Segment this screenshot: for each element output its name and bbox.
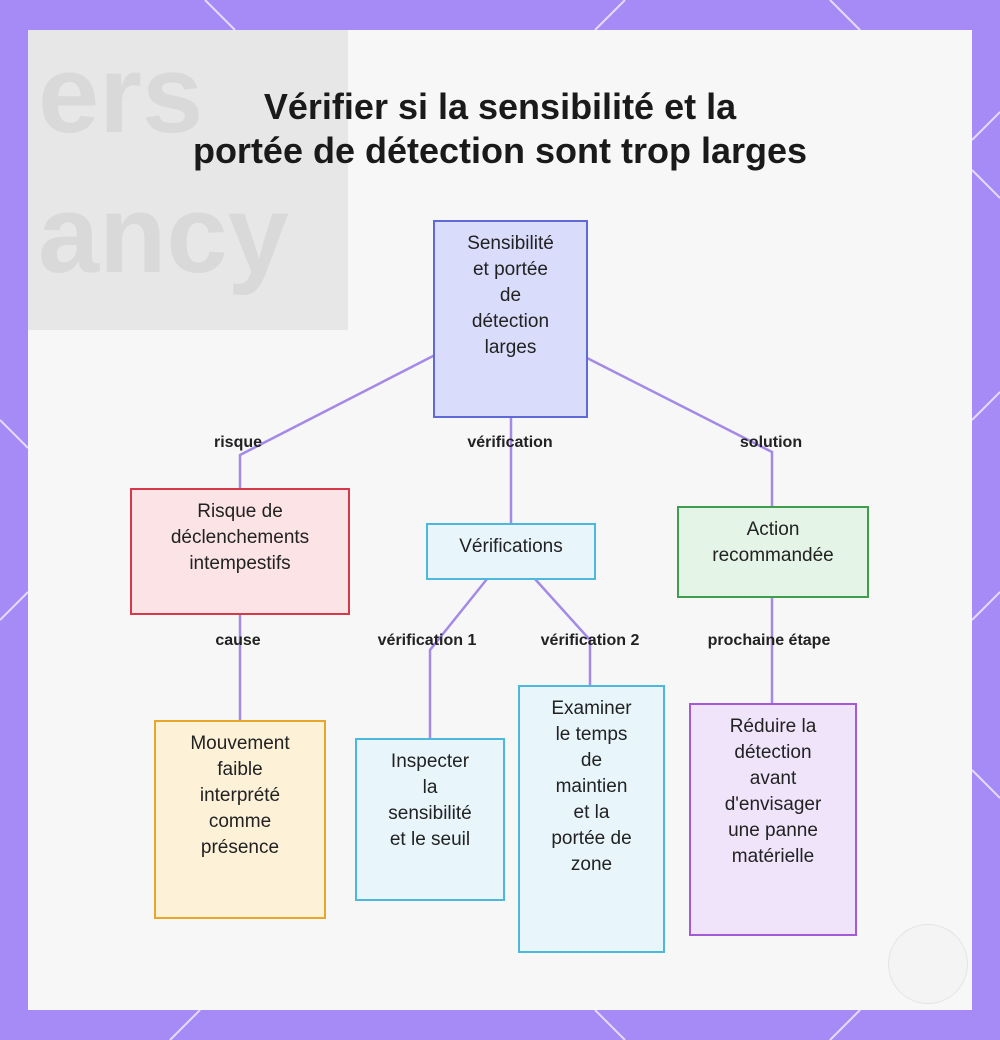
node-risk: Risque de déclenchements intempestifs <box>130 488 350 615</box>
edge-label-verification-2: vérification 2 <box>540 632 640 649</box>
title-line-1: Vérifier si la sensibilité et la <box>263 86 737 127</box>
node-cause: Mouvement faible interprété comme présen… <box>154 720 326 919</box>
title-line-2: portée de détection sont trop larges <box>192 130 808 171</box>
edge-checks-examine <box>534 578 592 686</box>
edge-root-risk <box>238 353 436 488</box>
background-photo-fragment <box>28 30 348 330</box>
edge-label-cause: cause <box>215 632 261 649</box>
edge-label-verification-1: vérification 1 <box>377 632 477 649</box>
edge-label-risque: risque <box>213 434 263 451</box>
edge-label-prochaine-etape: prochaine étape <box>707 632 831 649</box>
node-examine: Examiner le temps de maintien et la port… <box>518 685 665 953</box>
edge-label-verification: vérification <box>467 434 553 451</box>
watermark-logo <box>888 924 968 1004</box>
edge-root-action <box>586 356 774 506</box>
node-inspect: Inspecter la sensibilité et le seuil <box>355 738 505 901</box>
background-text: ers <box>38 33 204 156</box>
node-verifications: Vérifications <box>426 523 596 580</box>
background-text: ancy <box>38 173 289 296</box>
edge-checks-inspect <box>428 578 488 738</box>
node-action: Action recommandée <box>677 506 869 598</box>
node-root: Sensibilité et portée de détection large… <box>433 220 588 418</box>
node-reduce: Réduire la détection avant d'envisager u… <box>689 703 857 936</box>
edge-label-solution: solution <box>739 434 803 451</box>
page-title: Vérifier si la sensibilité et la portée … <box>0 85 1000 173</box>
